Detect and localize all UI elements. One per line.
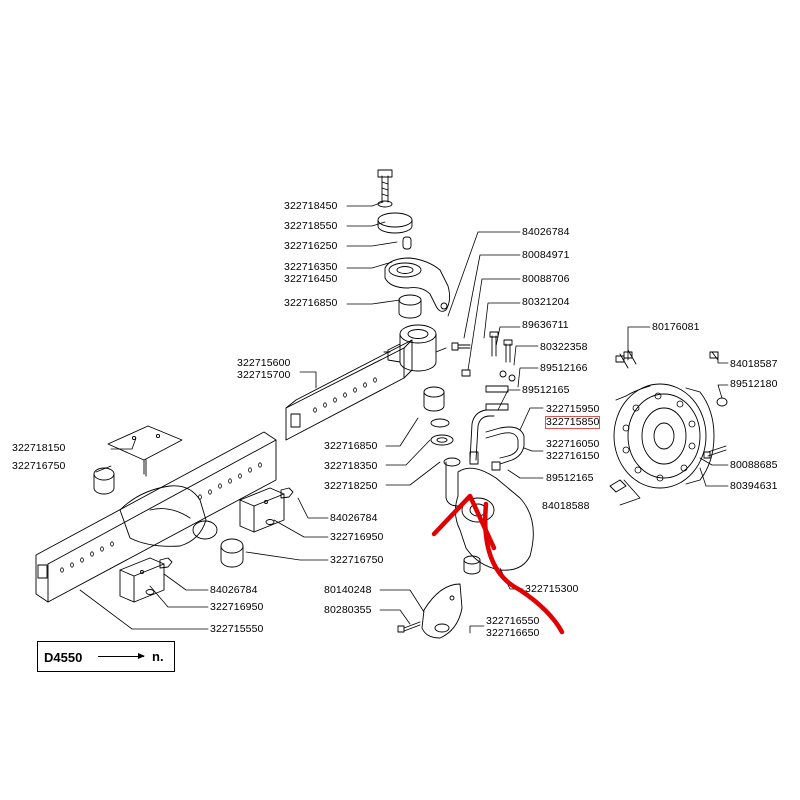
part-label: 322716450	[284, 273, 338, 285]
part-label: 322718250	[324, 480, 378, 492]
part-label: 80084971	[522, 249, 570, 261]
bracket-mid	[239, 487, 285, 533]
bolt-low	[159, 557, 173, 569]
part-label: 89512180	[730, 378, 778, 390]
part-label: 322716850	[324, 440, 378, 452]
reference-code: D4550	[44, 650, 83, 665]
part-label: 322715700	[237, 369, 291, 381]
part-label: 322716950	[330, 531, 384, 543]
part-label: 84026784	[210, 584, 258, 596]
part-label: 322715600	[237, 357, 291, 369]
part-label: 322718550	[284, 220, 338, 232]
part-label: 322716650	[486, 627, 540, 639]
lower-kingpin-parts	[423, 386, 454, 446]
bolts-right	[451, 331, 516, 411]
part-label: 80394631	[730, 480, 778, 492]
bracket-low	[119, 557, 165, 603]
part-label: 80322358	[540, 341, 588, 353]
axle-beam-lower	[35, 431, 277, 603]
rubber-mount-left	[93, 467, 115, 495]
part-label: 322715550	[210, 623, 264, 635]
part-label: 84026784	[330, 512, 378, 524]
part-label: 322716150	[546, 450, 600, 462]
leader-lines	[79, 201, 729, 634]
part-label: 80280355	[324, 604, 372, 616]
part-label: 89512165	[546, 472, 594, 484]
part-label: 322715950	[546, 403, 600, 415]
part-label: 322716050	[546, 438, 600, 450]
part-label: 322716750	[330, 554, 384, 566]
arrow-right-icon	[98, 653, 145, 659]
part-label: 322718150	[12, 442, 66, 454]
part-label: 322718350	[324, 460, 378, 472]
part-label: 84018587	[730, 358, 778, 370]
part-label: 322716550	[486, 615, 540, 627]
part-label-highlighted: 322715850	[544, 416, 601, 429]
bracket-top-left	[107, 425, 183, 477]
part-label: 89636711	[522, 319, 569, 331]
bolt-mid	[280, 487, 294, 499]
rubber-mount-right	[220, 538, 244, 568]
part-label: 89512165	[522, 384, 570, 396]
part-label: 80088706	[522, 273, 570, 285]
kingpin-stack	[377, 169, 451, 319]
part-label: 80176081	[652, 321, 700, 333]
part-label: 322715300	[525, 583, 579, 595]
reference-suffix: n.	[152, 649, 164, 664]
part-label: 89512166	[540, 362, 588, 374]
reference-box: D4550 n.	[37, 641, 175, 672]
part-label: 322716850	[284, 297, 338, 309]
wheel-hub	[609, 349, 728, 493]
part-label: 322718450	[284, 200, 338, 212]
part-label: 322716350	[284, 261, 338, 273]
part-label: 80321204	[522, 296, 570, 308]
part-label: 322716250	[284, 240, 338, 252]
red-annotation	[431, 493, 565, 635]
axle-beam-upper	[285, 324, 447, 441]
part-label: 322716750	[12, 460, 66, 472]
part-label: 80140248	[324, 584, 372, 596]
part-label: 322716950	[210, 601, 264, 613]
part-label: 84026784	[522, 226, 570, 238]
brake-pipes	[469, 409, 525, 471]
part-label: 84018588	[542, 500, 590, 512]
steering-arm-bottom	[397, 583, 463, 639]
part-label: 80088685	[730, 459, 778, 471]
